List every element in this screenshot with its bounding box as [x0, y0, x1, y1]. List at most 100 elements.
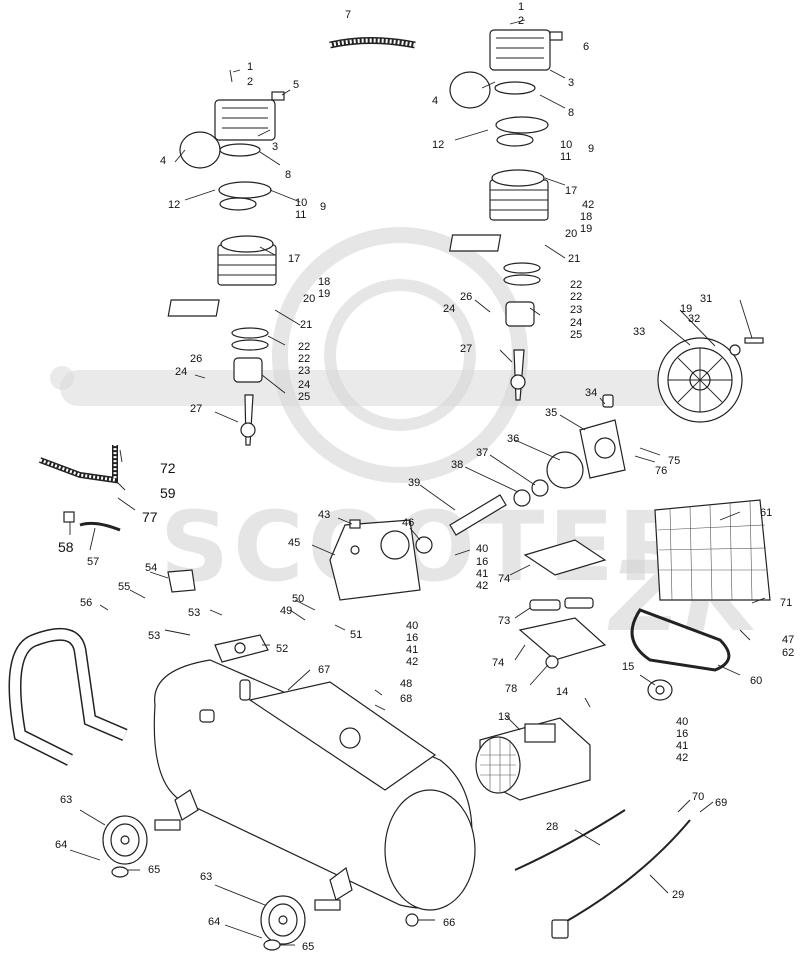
callout-14: 14	[556, 686, 568, 698]
callout-49: 49	[280, 605, 292, 617]
part-tank-67	[153, 659, 476, 911]
callout-2: 2	[247, 76, 253, 88]
callout-58: 58	[58, 539, 74, 555]
callout-31: 31	[700, 293, 712, 305]
callout-41c: 41	[676, 740, 688, 752]
callout-21b: 21	[568, 253, 580, 265]
callout-55: 55	[118, 581, 130, 593]
callout-3b: 3	[568, 77, 574, 89]
part-pipe-77	[38, 445, 118, 484]
callout-4: 4	[160, 155, 166, 167]
callout-63: 63	[60, 794, 72, 806]
callout-69: 69	[715, 797, 727, 809]
callout-33: 33	[633, 326, 645, 338]
part-motor-13	[475, 717, 591, 801]
callout-1: 1	[247, 61, 253, 73]
callout-70: 70	[692, 791, 704, 803]
callout-37: 37	[476, 447, 488, 459]
callout-24b: 24	[175, 366, 187, 378]
callout-26b: 26	[460, 291, 472, 303]
part-cable-29	[551, 819, 691, 939]
callout-59: 59	[160, 485, 176, 501]
callout-40: 40	[476, 543, 488, 555]
callout-18b: 18	[580, 211, 592, 223]
leader-lines	[69, 19, 766, 946]
callout-38: 38	[451, 459, 463, 471]
callout-25: 25	[298, 391, 310, 403]
callout-22b: 22	[298, 353, 310, 365]
callout-66: 66	[443, 917, 455, 929]
callout-45: 45	[288, 537, 300, 549]
callout-2b: 2	[518, 15, 524, 27]
left-head-assembly	[167, 69, 285, 446]
callout-15: 15	[622, 661, 634, 673]
callout-29: 29	[672, 889, 684, 901]
part-wheel-63-bottom	[260, 895, 306, 945]
part-cable-28	[514, 809, 626, 871]
callout-42d: 42	[676, 752, 688, 764]
callout-50: 50	[292, 593, 304, 605]
callout-65b: 65	[302, 941, 314, 953]
part-belt-60	[630, 608, 731, 672]
part-handle	[8, 627, 128, 766]
callout-51: 51	[350, 629, 362, 641]
callout-12: 12	[168, 199, 180, 211]
callout-64b: 64	[208, 916, 220, 928]
callout-1b: 1	[518, 1, 524, 13]
part-flywheel-33	[657, 337, 764, 423]
callout-71: 71	[780, 597, 792, 609]
callout-9b: 9	[588, 143, 594, 155]
callout-72: 72	[160, 460, 176, 476]
callout-20b: 20	[565, 228, 577, 240]
callout-23: 23	[298, 365, 310, 377]
callout-54: 54	[145, 562, 157, 574]
callout-22: 22	[298, 341, 310, 353]
callout-6: 6	[583, 41, 589, 53]
callout-42: 42	[582, 199, 594, 211]
callout-35: 35	[545, 407, 557, 419]
part-pipe-57	[63, 511, 121, 532]
callout-19b: 19	[580, 223, 592, 235]
callout-24c: 24	[570, 317, 582, 329]
part-pressure-switch-54	[167, 569, 196, 593]
part-pulley-15	[647, 679, 673, 701]
callout-34: 34	[585, 387, 597, 399]
part-washer-65	[111, 866, 281, 951]
callout-24: 24	[298, 379, 310, 391]
callout-53: 53	[188, 607, 200, 619]
callout-27b: 27	[460, 343, 472, 355]
callout-26: 26	[190, 353, 202, 365]
callout-47: 47	[782, 634, 794, 646]
callout-78: 78	[505, 683, 517, 695]
callout-48: 48	[400, 678, 412, 690]
callout-76: 76	[655, 465, 667, 477]
callout-22c: 22	[570, 279, 582, 291]
callout-18: 18	[318, 276, 330, 288]
callout-19c: 19	[680, 303, 692, 315]
callout-67: 67	[318, 664, 330, 676]
callout-4b: 4	[432, 95, 438, 107]
callout-46: 46	[402, 517, 414, 529]
part-valve-plate-74	[518, 539, 607, 669]
callout-25b: 25	[570, 329, 582, 341]
callout-12b: 12	[432, 139, 444, 151]
part-belt-guard-61	[654, 499, 771, 601]
callout-56: 56	[80, 597, 92, 609]
part-hose-7	[329, 37, 416, 49]
callout-16c: 16	[676, 728, 688, 740]
callout-10b: 10	[560, 139, 572, 151]
callout-22d: 22	[570, 291, 582, 303]
callout-3: 3	[272, 141, 278, 153]
callout-74: 74	[498, 573, 510, 585]
callout-68: 68	[400, 693, 412, 705]
part-wheel-63-top	[102, 815, 148, 865]
callout-36: 36	[507, 433, 519, 445]
part-manifold-52	[214, 634, 269, 663]
callout-40b: 40	[406, 620, 418, 632]
callout-9: 9	[320, 201, 326, 213]
callout-62: 62	[782, 647, 794, 659]
callout-24d: 24	[443, 303, 455, 315]
part-drain-66	[405, 913, 419, 927]
callout-77: 77	[142, 509, 158, 525]
